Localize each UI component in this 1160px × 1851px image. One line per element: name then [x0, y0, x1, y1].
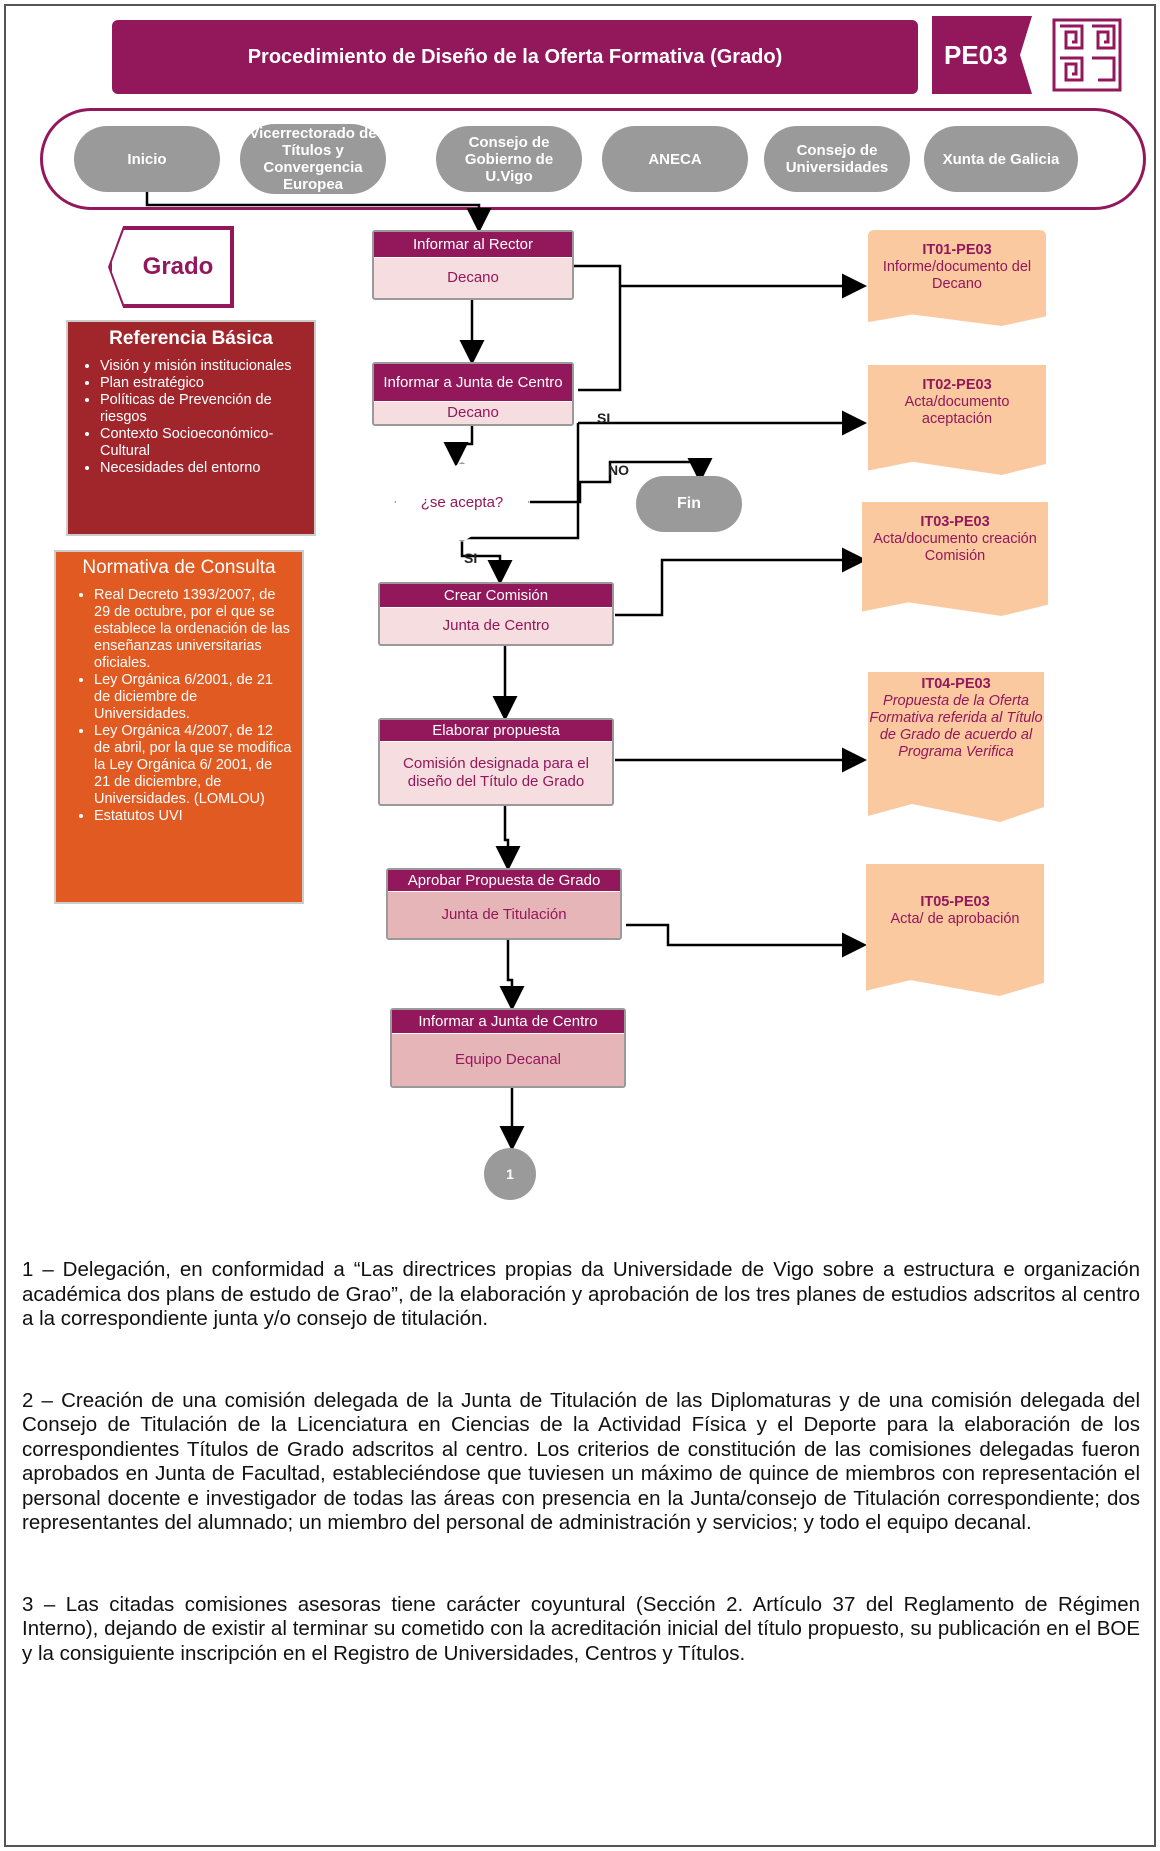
note-paragraph: 1 – Delegación, en conformidad a “Las di…	[22, 1258, 1140, 1330]
step-actor: Junta de Titulación	[388, 892, 620, 938]
list-item: Políticas de Prevención de riesgos	[100, 392, 308, 426]
step-actor: Decano	[447, 269, 499, 286]
step-actor: Equipo Decanal	[392, 1034, 624, 1086]
list-item: Estatutos UVI	[94, 808, 292, 825]
role-vicerrectorado: Vicerrectorado de Títulos y Convergencia…	[240, 124, 386, 194]
page-connector: 1	[484, 1148, 536, 1200]
step-action: Informar a Junta de Centro	[392, 1010, 624, 1034]
referencia-title: Referencia Básica	[109, 328, 273, 349]
list-item: Plan estratégico	[100, 375, 308, 392]
note-paragraph: 2 – Creación de una comisión delegada de…	[22, 1388, 1140, 1535]
document-text: Propuesta de la Oferta Formativa referid…	[869, 693, 1043, 760]
yes-label-bottom: SI	[464, 550, 478, 566]
step-actor: Decano	[447, 404, 499, 421]
decision-question: ¿se acepta?	[420, 493, 504, 511]
step-actor: Comisión designada para el diseño del Tí…	[403, 755, 589, 790]
list-item: Visión y misión institucionales	[100, 358, 308, 375]
referencia-list: Visión y misión institucionales Plan est…	[68, 358, 314, 477]
role-consejo-universidades: Consejo de Universidades	[764, 126, 910, 192]
role-consejo-gobierno: Consejo de Gobierno de U.Vigo	[436, 126, 582, 192]
step-action: Informar a Junta de Centro	[374, 364, 572, 402]
yes-label-top: SI	[597, 410, 611, 426]
document-code: IT02-PE03	[922, 377, 992, 393]
step-action: Crear Comisión	[380, 584, 612, 608]
document-text: Informe/documento del Decano	[882, 259, 1032, 292]
role-xunta-galicia: Xunta de Galicia	[924, 126, 1078, 192]
grado-label: Grado	[110, 228, 232, 306]
page-title: Procedimiento de Diseño de la Oferta For…	[112, 20, 918, 94]
role-aneca: ANECA	[602, 126, 748, 192]
end-terminator: Fin	[636, 476, 742, 532]
document-code: IT01-PE03	[922, 242, 992, 258]
document-it02: IT02-PE03 Acta/documento aceptación	[868, 365, 1046, 475]
step-action: Elaborar propuesta	[380, 720, 612, 742]
list-item: Ley Orgánica 6/2001, de 21 de diciembre …	[94, 672, 292, 723]
roles-lane	[40, 108, 1146, 210]
note-paragraph: 3 – Las citadas comisiones asesoras tien…	[22, 1592, 1140, 1665]
list-item: Real Decreto 1393/2007, de 29 de octubre…	[94, 587, 292, 672]
document-it05: IT05-PE03 Acta/ de aprobación	[866, 864, 1044, 996]
step-aprobar-propuesta: Aprobar Propuesta de Grado Junta de Titu…	[386, 868, 622, 940]
document-text: Acta/documento aceptación	[904, 394, 1010, 427]
document-it01: IT01-PE03 Informe/documento del Decano	[868, 230, 1046, 326]
document-it03: IT03-PE03 Acta/documento creación Comisi…	[862, 502, 1048, 616]
notes-section: 1 – Delegación, en conformidad a “Las di…	[22, 1258, 1140, 1723]
list-item: Contexto Socioeconómico-Cultural	[100, 426, 308, 460]
list-item: Necesidades del entorno	[100, 460, 308, 477]
referencia-basica-box: Referencia Básica Visión y misión instit…	[66, 320, 316, 536]
normativa-title: Normativa de Consulta	[82, 557, 276, 578]
document-text: Acta/ de aprobación	[890, 911, 1020, 927]
step-actor: Junta de Centro	[442, 617, 550, 634]
document-code: IT04-PE03	[921, 676, 991, 692]
procedure-code-badge: PE03	[932, 16, 1032, 94]
step-action: Aprobar Propuesta de Grado	[388, 870, 620, 892]
no-label: NO	[608, 462, 629, 478]
role-inicio: Inicio	[74, 126, 220, 192]
document-text: Acta/documento creación Comisión	[873, 531, 1037, 564]
step-elaborar-propuesta: Elaborar propuesta Comisión designada pa…	[378, 718, 614, 806]
document-it04: IT04-PE03 Propuesta de la Oferta Formati…	[868, 672, 1044, 822]
normativa-consulta-box: Normativa de Consulta Real Decreto 1393/…	[54, 550, 304, 904]
normativa-list: Real Decreto 1393/2007, de 29 de octubre…	[56, 587, 302, 825]
step-crear-comision: Crear Comisión Junta de Centro	[378, 582, 614, 646]
document-code: IT03-PE03	[920, 514, 990, 530]
step-informar-rector: Informar al Rector Decano	[372, 230, 574, 300]
step-informar-junta-centro-2: Informar a Junta de Centro Equipo Decana…	[390, 1008, 626, 1088]
list-item: Ley Orgánica 4/2007, de 12 de abril, por…	[94, 723, 292, 808]
document-code: IT05-PE03	[920, 894, 990, 910]
step-action: Informar al Rector	[374, 232, 572, 258]
university-logo-icon	[1052, 18, 1122, 92]
step-informar-junta-centro: Informar a Junta de Centro Decano	[372, 362, 574, 426]
